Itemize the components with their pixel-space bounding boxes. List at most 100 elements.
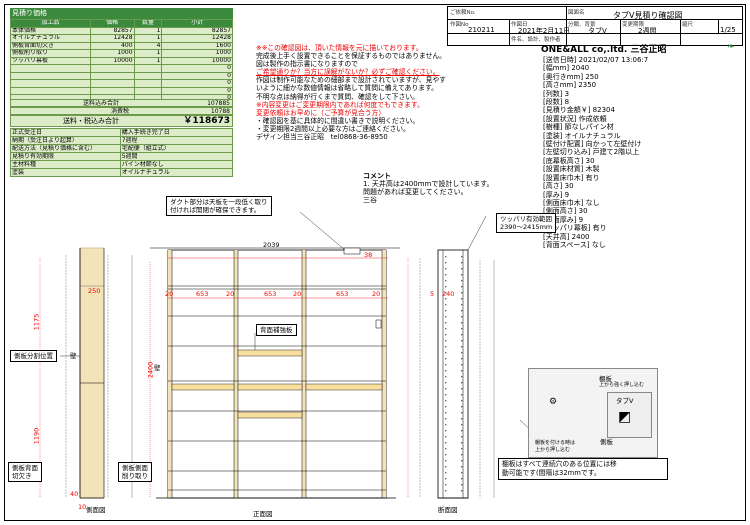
spec-value: オイルナチュラル xyxy=(119,168,234,177)
param-line: [天井高] 2400 xyxy=(543,232,590,241)
dim-upper: 1175 xyxy=(32,313,41,331)
param-line: [送信日時] 2021/02/07 13:06:7 xyxy=(543,56,649,64)
insert-note: 棚板を付ける時は xyxy=(535,440,576,446)
note-line: 図は製作の指示書になりますので xyxy=(256,60,358,69)
note-line: ・確認図を基に具体的に間違い書きで説明ください。 xyxy=(256,116,420,125)
note-line: デザイン担当三谷正昭 tel0868-36-8950 xyxy=(256,133,388,142)
tabv-label: タブV xyxy=(616,397,634,405)
spec-row: 塗装オイルナチュラル xyxy=(10,168,234,177)
shelf-pin-hole xyxy=(445,484,447,486)
comment-block: コメント 1. 天井高は2400mmで設計しています。 問題があれば変更してくだ… xyxy=(363,172,493,204)
class-label: 分類、背景 xyxy=(568,22,596,28)
shelf-rail-label: 棚板 xyxy=(599,375,612,383)
shelf-pin-hole xyxy=(461,412,463,414)
shelf-pin-hole xyxy=(461,262,463,264)
dim-lower: 1190 xyxy=(32,427,41,445)
shelf-pin-hole xyxy=(461,454,463,456)
drawing-name: タブV見積り確認図 xyxy=(613,11,683,20)
shelf-pin-hole xyxy=(445,292,447,294)
total-label: 送料・税込み合計 xyxy=(63,117,119,125)
insert-note: 上から押し込む xyxy=(535,447,571,453)
param-line: [高さ] 30 xyxy=(543,182,574,191)
doc-no-label: ご依頼No. xyxy=(450,10,476,16)
param-line: [側面床巾木] なし xyxy=(543,198,600,207)
back-cut-line: 切欠き xyxy=(12,472,32,480)
shelf-pin-hole xyxy=(445,298,447,300)
param-line: [設置床材質] 木製 xyxy=(543,165,600,174)
shelf-pin-hole xyxy=(445,256,447,258)
shelf-pin-hole xyxy=(445,388,447,390)
side-cut-line: 側板側面 xyxy=(122,464,148,472)
comment-title: コメント xyxy=(363,172,391,180)
shelf-pin-hole xyxy=(461,436,463,438)
shelf-pin-hole xyxy=(445,382,447,384)
shelf-pin-hole xyxy=(461,448,463,450)
dim-gap: 20 xyxy=(226,290,235,298)
param-line: [背面スペース] なし xyxy=(543,240,606,249)
param-line: [樹種] 節なしパイン材 xyxy=(543,123,614,132)
front-view-label: 正面図 xyxy=(253,510,273,518)
shelf-pin-hole xyxy=(445,340,447,342)
comment-line: 1. 天井高は2400mmで設計しています。 xyxy=(363,180,494,188)
param-line: [奥行きmm] 250 xyxy=(543,72,599,81)
shelf-pin-hole xyxy=(461,340,463,342)
shelf-pin-hole xyxy=(445,304,447,306)
shelf-pin-hole xyxy=(461,418,463,420)
param-line: [厚み] 9 xyxy=(543,190,570,199)
scale-label: 縮尺 xyxy=(682,22,694,28)
param-line: [側面高さ] 30 xyxy=(543,207,588,216)
param-line: [底幕板高さ] 30 xyxy=(543,156,595,165)
duct-callout-line: ダクト部分は天板を一段低く取り xyxy=(170,198,268,206)
note-line: ・変更期限2週間以上必要な方はご連絡ください。 xyxy=(256,124,410,133)
side-board-label: 側板 xyxy=(600,438,613,446)
note-line: 作図は制作可能なための細部まで設計されていますが、見やす xyxy=(256,76,446,85)
back-board-callout: 背面補強板 xyxy=(256,324,297,336)
shelf-pin-hole xyxy=(461,430,463,432)
created-no-label: 作図No xyxy=(450,22,469,28)
dim-total-width: 2039 xyxy=(263,241,280,249)
created-date: 2021年2月11日 xyxy=(518,27,571,35)
bottom-note-line: 動可能です(間隔は32mmです。 xyxy=(502,469,601,477)
subtotal-label: 送料込み合計 xyxy=(83,100,120,107)
customer-label: 件名、設計、製作者 xyxy=(511,37,561,43)
param-line: [壁付け配置] 向かって左壁付け xyxy=(543,140,642,149)
drawing-frame xyxy=(4,4,746,521)
front-view xyxy=(149,247,400,499)
tax-row: 消費税 10788 xyxy=(10,107,233,115)
dim-col1: 653 xyxy=(196,290,209,298)
dim-col3: 653 xyxy=(336,290,349,298)
shelf-pin-hole xyxy=(445,364,447,366)
shelf-pin-hole xyxy=(445,280,447,282)
title-block: ご依頼No. 図面名 タブV見積り確認図 作図No 210211 作図日 202… xyxy=(447,6,743,46)
shelf-pin-hole xyxy=(461,268,463,270)
note-line: ※内容変更はご変更期限内であれば何度でもできます。 xyxy=(256,100,424,109)
note-line: 完成後上手く設置できることを保証するものではありません。 xyxy=(256,52,446,61)
note-line: 不明な点は納得が行くまで質問、確認をして下さい。 xyxy=(256,92,419,101)
shelf-pin-hole xyxy=(445,466,447,468)
spec-table: 正式受注日購入手続き完了日納期（受注日より起算）7週程配送方法（見積り価格に含む… xyxy=(10,128,234,177)
shelf-rail-note: 上から強く押し込む xyxy=(599,382,645,388)
notes-block: ※※この確認図は、頂いた情報を元に描いております。 完成後上手く設置できることを… xyxy=(256,44,496,141)
dim-sec-depth: 240 xyxy=(442,290,455,298)
estimate-header-row: 加工品 価格 数量 小計 xyxy=(10,19,233,28)
shelf-pin-hole xyxy=(461,364,463,366)
shelf-pin-hole xyxy=(445,478,447,480)
dim-gap: 20 xyxy=(293,290,302,298)
shelf-pin-hole xyxy=(445,370,447,372)
shelf-pin-hole xyxy=(461,334,463,336)
created-date-label: 作図日 xyxy=(511,22,528,28)
shelf-pin-hole xyxy=(461,442,463,444)
param-line: [設置床巾木] 有り xyxy=(543,173,600,182)
shelf-pin-hole xyxy=(461,310,463,312)
shelf-pin-hole xyxy=(445,274,447,276)
shelf-pin-hole xyxy=(445,328,447,330)
dim-col2: 653 xyxy=(264,290,277,298)
total-row: 送料・税込み合計 ￥118673 xyxy=(10,115,233,127)
shelf-pin-hole xyxy=(445,448,447,450)
shelf-pin-hole xyxy=(461,370,463,372)
wall-label: 壁 xyxy=(70,352,77,360)
param-line: [側面厚み] 9 xyxy=(543,215,584,224)
shelf-pin-hole xyxy=(445,346,447,348)
